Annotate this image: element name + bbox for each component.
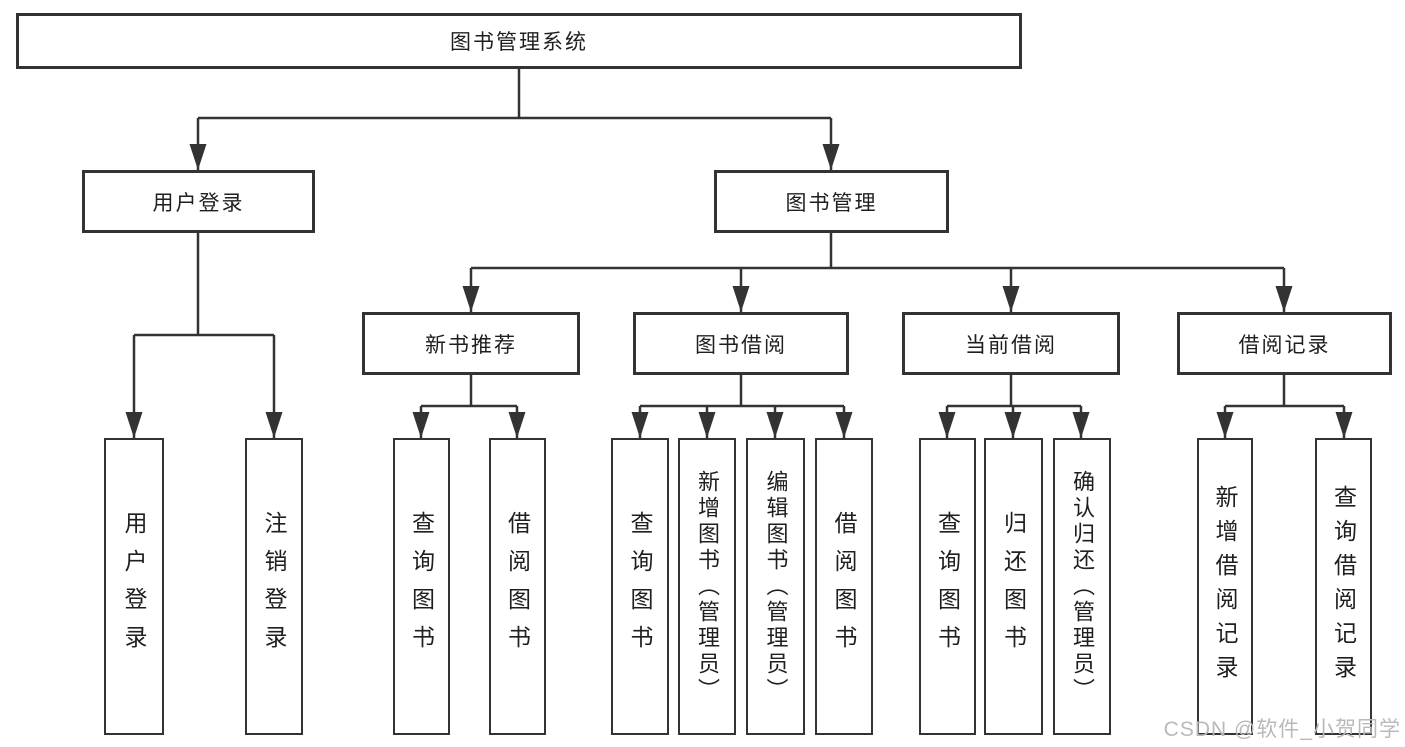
leaf-query-borrow-record: 查询借阅记录	[1315, 438, 1372, 735]
node-current-borrow: 当前借阅	[902, 312, 1120, 375]
leaf-add-borrow-record: 新增借阅记录	[1197, 438, 1253, 735]
arrowhead	[462, 286, 480, 312]
node-label: 图书借阅	[695, 333, 787, 357]
arrowhead	[938, 412, 956, 438]
arrowhead	[732, 286, 750, 312]
node-label: 编辑图书（管理员）	[763, 469, 789, 704]
arrowhead	[189, 144, 207, 170]
arrowhead	[412, 412, 430, 438]
arrowhead	[1004, 412, 1022, 438]
node-label: 借阅图书	[831, 510, 857, 663]
node-label: 图书管理	[785, 191, 878, 215]
node-label: 新增图书（管理员）	[695, 469, 720, 704]
node-label: 当前借阅	[965, 333, 1057, 357]
node-label: 用户登录	[121, 510, 147, 663]
node-label: 新书推荐	[425, 333, 517, 357]
arrowhead	[766, 412, 784, 438]
leaf-query-books-borrow: 查询图书	[611, 438, 669, 735]
node-borrow-records: 借阅记录	[1177, 312, 1392, 375]
node-label: 归还图书	[1000, 510, 1027, 663]
node-library-management-system: 图书管理系统	[16, 13, 1022, 69]
node-label: 借阅记录	[1238, 333, 1331, 357]
arrowhead	[1002, 286, 1020, 312]
node-new-book-recommend: 新书推荐	[362, 312, 580, 375]
connector-lines	[132, 69, 1346, 438]
node-label: 用户登录	[152, 191, 245, 215]
leaf-query-books-recommend: 查询图书	[393, 438, 450, 735]
node-label: 图书管理系统	[450, 31, 588, 54]
leaf-query-books-current: 查询图书	[919, 438, 976, 735]
csdn-watermark: CSDN @软件_小贺同学	[1163, 718, 1401, 741]
arrowhead	[698, 412, 716, 438]
arrowhead	[125, 412, 143, 438]
leaf-edit-books-admin: 编辑图书（管理员）	[746, 438, 805, 735]
node-label: 查询图书	[408, 510, 435, 663]
node-label: 查询借阅记录	[1330, 484, 1357, 689]
arrowhead	[631, 412, 649, 438]
arrowheads	[125, 144, 1353, 438]
arrowhead	[1335, 412, 1353, 438]
leaf-add-books-admin: 新增图书（管理员）	[678, 438, 736, 735]
node-book-borrow: 图书借阅	[633, 312, 849, 375]
node-book-management: 图书管理	[714, 170, 949, 233]
arrowhead	[822, 144, 840, 170]
node-label: 新增借阅记录	[1212, 484, 1238, 689]
arrowhead	[265, 412, 283, 438]
leaf-confirm-return-admin: 确认归还（管理员）	[1053, 438, 1111, 735]
leaf-user-login: 用户登录	[104, 438, 164, 735]
leaf-logout: 注销登录	[245, 438, 303, 735]
arrowhead	[508, 412, 526, 438]
leaf-return-books: 归还图书	[984, 438, 1043, 735]
node-label: 查询图书	[934, 510, 961, 663]
node-label: 查询图书	[627, 510, 653, 663]
leaf-borrow-books: 借阅图书	[815, 438, 873, 735]
arrowhead	[1072, 412, 1090, 438]
node-label: 注销登录	[261, 510, 287, 663]
node-label: 借阅图书	[504, 510, 531, 663]
arrowhead	[1216, 412, 1234, 438]
node-label: 确认归还（管理员）	[1070, 469, 1095, 704]
node-user-login-group: 用户登录	[82, 170, 315, 233]
arrowhead	[835, 412, 853, 438]
leaf-borrow-books-recommend: 借阅图书	[489, 438, 546, 735]
arrowhead	[1275, 286, 1293, 312]
